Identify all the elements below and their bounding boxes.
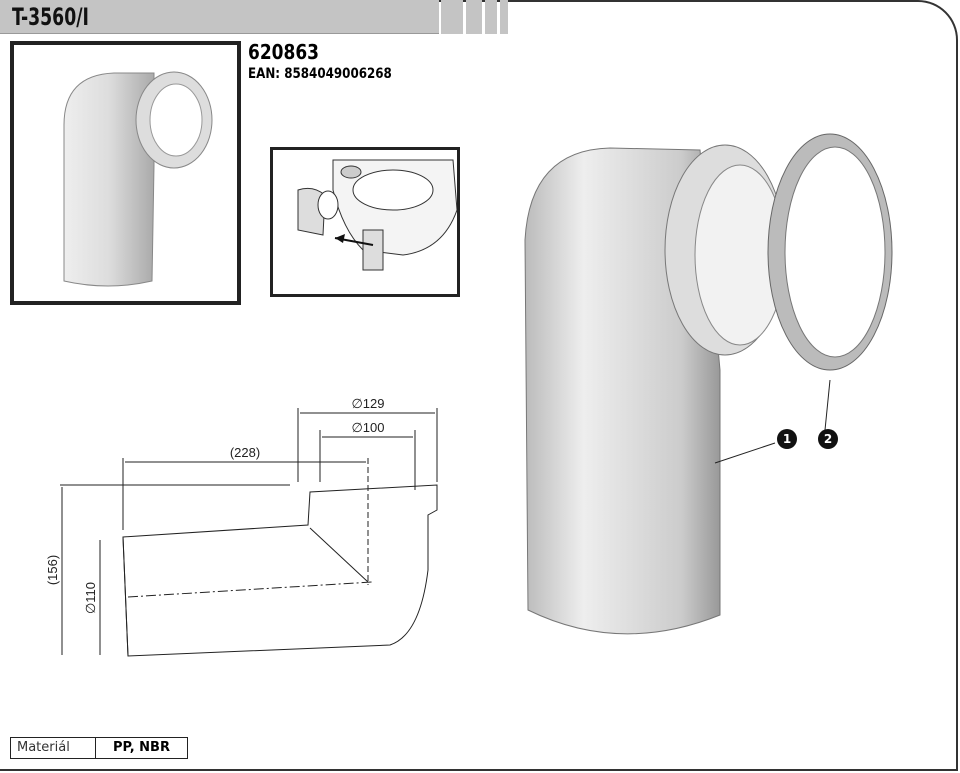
title-stripe [466, 0, 482, 34]
title-stripe [500, 0, 508, 34]
toilet-installation-image [297, 159, 457, 271]
dim-inner-diameter: ∅100 [351, 420, 384, 435]
material-table: Materiál PP, NBR [10, 737, 188, 759]
dim-pipe-diameter: ∅110 [83, 582, 98, 614]
title-stripe [441, 0, 463, 34]
technical-drawing: ∅129 ∅100 (228) (156) ∅110 [45, 396, 438, 657]
dim-length: (228) [230, 445, 260, 460]
callout-1: 1 [777, 429, 797, 449]
material-value: PP, NBR [113, 740, 170, 755]
exploded-product-view [524, 133, 893, 635]
elbow-pipe-image [63, 71, 213, 287]
product-thumbnail [10, 41, 241, 305]
callout-2: 2 [818, 429, 838, 449]
product-code: 620863 [248, 40, 319, 64]
title-stripe [485, 0, 497, 34]
product-title: T-3560/I [12, 3, 89, 31]
dim-height: (156) [45, 555, 60, 585]
title-bar [0, 0, 439, 34]
installation-diagram [270, 147, 460, 297]
dim-outer-diameter: ∅129 [351, 396, 384, 411]
ean-code: EAN: 8584049006268 [248, 66, 392, 82]
material-label: Materiál [11, 738, 96, 758]
